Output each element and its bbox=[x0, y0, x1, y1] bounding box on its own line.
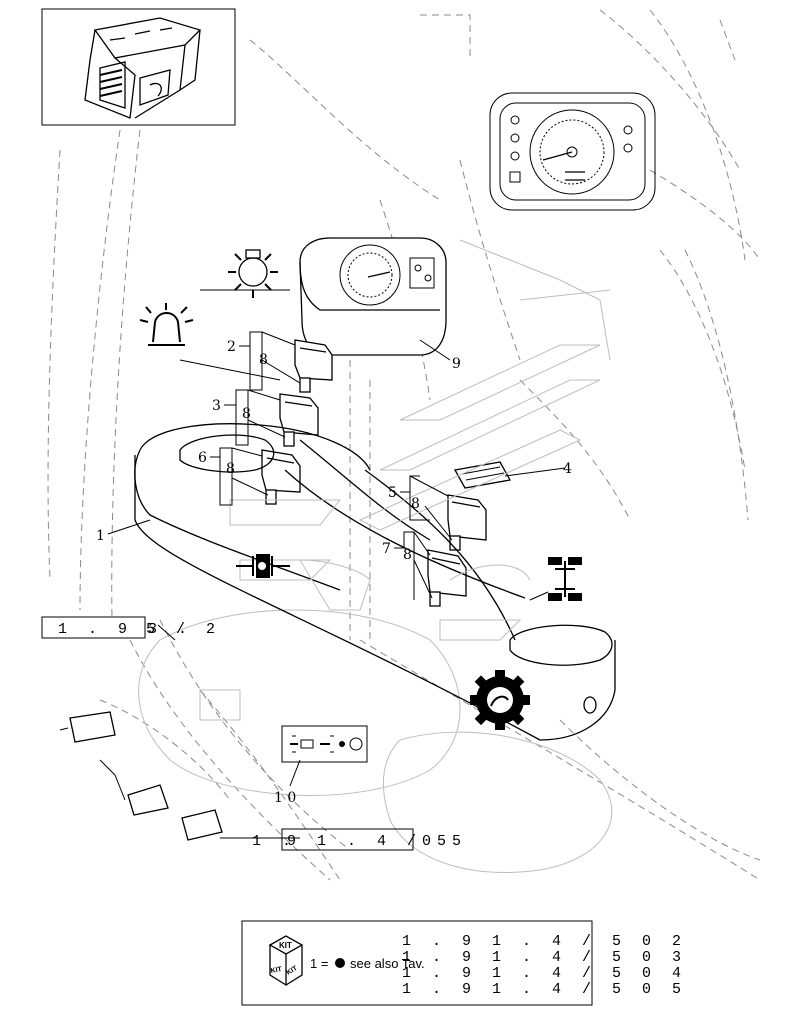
callout-2: 2 bbox=[227, 339, 236, 355]
tractor-cab-thumbnail-icon bbox=[41, 8, 236, 126]
rocker-switch-2 bbox=[294, 339, 333, 393]
legend-see-also: see also Tav. bbox=[350, 956, 425, 971]
callout-8c: 8 bbox=[226, 461, 235, 477]
callout-7: 7 bbox=[382, 541, 391, 557]
leader-lines bbox=[107, 289, 566, 839]
pto-gear-icon bbox=[470, 670, 530, 730]
kit-legend: KIT KIT KIT 1 = see also Tav. 1 . 9 1 . … bbox=[241, 920, 687, 1006]
callout-labels: 1 2 3 4 5 6 7 8 8 8 8 8 9 1 0 bbox=[96, 339, 572, 806]
callout-8a: 8 bbox=[259, 352, 268, 368]
callout-3: 3 bbox=[212, 398, 221, 414]
ref-bottom-boxed: 9 1 . 4 / 5 bbox=[287, 833, 452, 850]
instrument-cluster-icon bbox=[489, 92, 656, 211]
ref-left-boxed: 1 . 9 3 . bbox=[58, 621, 193, 638]
rocker-switch-5 bbox=[447, 494, 487, 551]
work-light-icon bbox=[228, 249, 278, 298]
ref-bottom-suffix: 0 5 bbox=[422, 833, 467, 850]
legend-ref-4: 1 . 9 1 . 4 / 5 0 5 bbox=[402, 981, 687, 998]
legend-equals: 1 = bbox=[310, 956, 328, 971]
connector-parts bbox=[59, 711, 223, 841]
differential-lock-icon bbox=[236, 554, 290, 578]
reference-bottom: 1 . 9 1 . 4 / 5 0 5 bbox=[252, 828, 467, 851]
ref-left-suffix: 5 / 2 bbox=[146, 621, 221, 638]
kit-cube-top-label: KIT bbox=[279, 941, 292, 950]
callout-4: 4 bbox=[563, 461, 572, 477]
callout-9: 9 bbox=[452, 356, 461, 372]
callout-8b: 8 bbox=[242, 406, 251, 422]
callout-1: 1 bbox=[96, 528, 105, 544]
legend-ref-3: 1 . 9 1 . 4 / 5 0 4 bbox=[402, 965, 687, 982]
kit-cube-left-label: KIT bbox=[270, 966, 283, 975]
callout-8d: 8 bbox=[411, 496, 420, 512]
switch-panel-label bbox=[281, 725, 368, 763]
dashboard-display-unit bbox=[299, 237, 447, 356]
reference-left: 1 . 9 3 . 5 / 2 bbox=[41, 616, 221, 639]
rocker-switch-7 bbox=[427, 549, 467, 607]
callout-10: 1 0 bbox=[274, 790, 296, 806]
callout-5: 5 bbox=[388, 485, 397, 501]
legend-ref-2: 1 . 9 1 . 4 / 5 0 3 bbox=[402, 949, 687, 966]
callout-6: 6 bbox=[198, 450, 207, 466]
background-watermark-chevrons bbox=[229, 344, 601, 641]
switch-cover-plate bbox=[453, 461, 512, 489]
background-cab-outline bbox=[47, 9, 761, 881]
rocker-switch-6 bbox=[261, 449, 301, 505]
kit-dot-icon bbox=[335, 958, 345, 968]
legend-ref-1: 1 . 9 1 . 4 / 5 0 2 bbox=[402, 933, 687, 950]
ref-bottom-prefix: 1 . bbox=[252, 833, 297, 850]
four-wheel-drive-icon bbox=[548, 557, 582, 601]
kit-cube-icon: KIT KIT KIT bbox=[268, 935, 304, 987]
wiring-harness-lines bbox=[199, 439, 526, 721]
callout-8e: 8 bbox=[403, 547, 412, 563]
kit-cube-right-label: KIT bbox=[286, 965, 300, 977]
beacon-icon bbox=[139, 303, 194, 346]
rocker-switch-3 bbox=[279, 393, 319, 447]
